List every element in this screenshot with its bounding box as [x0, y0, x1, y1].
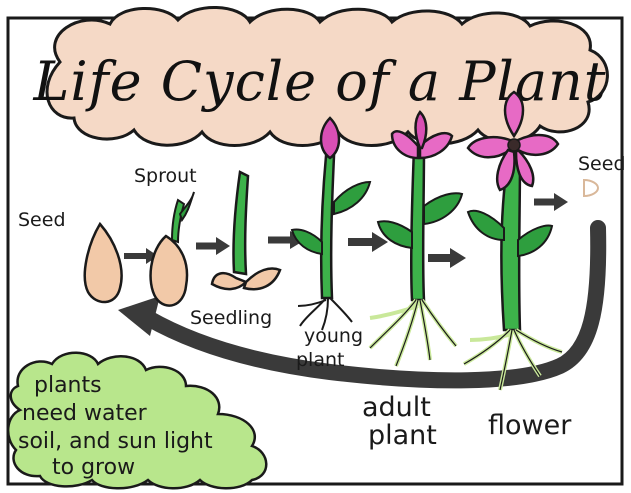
seedling-leaf-right [244, 269, 280, 290]
sprout-seed-shape [151, 236, 187, 306]
seed-shape [85, 224, 122, 302]
flower-petal-left [468, 137, 510, 157]
seed-right-shape [584, 180, 598, 196]
young-plant-label-2: plant [296, 349, 344, 371]
young-plant-leaf-right [334, 182, 370, 214]
adult-plant-label-2: plant [368, 420, 437, 451]
adult-plant-roots [370, 300, 456, 366]
stage-sprout: Sprout [134, 165, 197, 306]
sprout-label: Sprout [134, 165, 197, 187]
stage-seedling: Seedling [190, 172, 280, 329]
seedling-leaf-left [212, 273, 246, 289]
seed-label-left: Seed [18, 209, 66, 231]
adult-plant-leaf-right [424, 193, 462, 224]
stage-adult-plant: adult plant [362, 112, 462, 451]
adult-plant-stem [411, 148, 424, 300]
note-line-1: plants [34, 373, 102, 398]
arrow-young-to-adult [348, 232, 388, 252]
note-cloud-group: plants need water soil, and sun light to… [8, 353, 266, 489]
note-line-2: need water [22, 401, 148, 426]
adult-plant-label-1: adult [362, 392, 431, 423]
stage-flower: flower [464, 92, 572, 441]
arrow-sprout-to-seedling [196, 237, 230, 255]
flower-petal-right [518, 135, 558, 155]
seedling-stem [233, 172, 248, 274]
stage-seed-right: Seed [578, 153, 626, 196]
adult-plant-petal-top [416, 112, 427, 148]
stage-seed: Seed [18, 209, 122, 302]
arrow-adult-to-flower [428, 248, 466, 268]
arrow-flower-to-seed [534, 193, 568, 211]
flower-leaf-right [518, 226, 552, 256]
seedling-label: Seedling [190, 307, 272, 329]
note-line-3: soil, and sun light [18, 429, 213, 454]
flower-label: flower [488, 410, 572, 441]
flower-leaf-left [468, 211, 504, 240]
seed-label-right: Seed [578, 153, 626, 175]
young-plant-label-1: young [304, 325, 363, 347]
flower-center [508, 139, 520, 151]
note-line-4: to grow [52, 455, 135, 480]
young-plant-stem [321, 156, 334, 298]
